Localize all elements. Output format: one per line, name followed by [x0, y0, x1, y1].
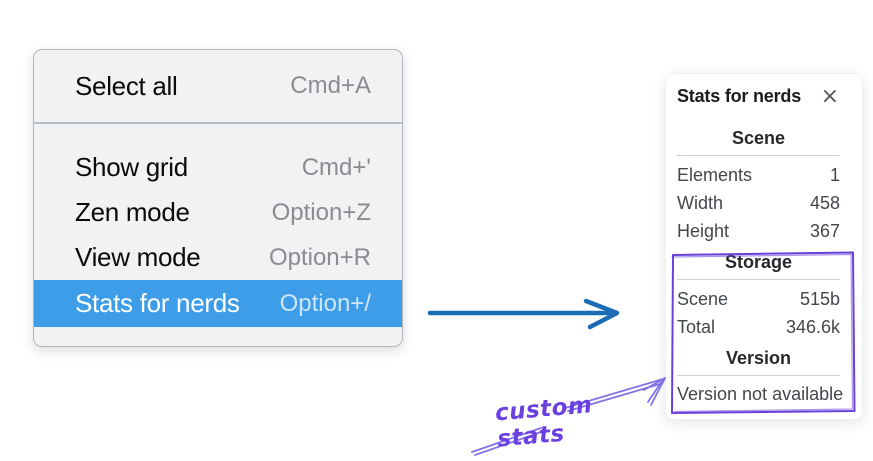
menu-item-label: Show grid — [75, 152, 188, 182]
stat-row-storage-total: Total 346.6k — [677, 313, 840, 341]
stat-row-storage-scene: Scene 515b — [677, 285, 840, 313]
menu-item-shortcut: Option+R — [268, 243, 371, 271]
section-header-scene: Scene — [731, 128, 786, 148]
menu-item-label: Zen mode — [75, 197, 190, 227]
stat-label: Elements — [677, 165, 753, 185]
stat-value: 458 — [809, 193, 840, 213]
panel-title: Stats for nerds — [677, 86, 802, 106]
stat-label: Width — [677, 193, 724, 213]
menu-item-label: Stats for nerds — [75, 288, 240, 318]
menu-item-select-all[interactable]: Select all Cmd+A — [34, 50, 402, 122]
stat-label: Total — [677, 317, 716, 337]
section-divider — [677, 375, 840, 376]
version-note: Version not available — [677, 384, 844, 404]
section-header-storage: Storage — [724, 252, 793, 272]
stat-row-elements: Elements 1 — [677, 161, 840, 189]
menu-divider — [34, 122, 402, 124]
menu-item-show-grid[interactable]: Show grid Cmd+' — [34, 145, 402, 190]
menu-group: Show grid Cmd+' Zen mode Option+Z View m… — [34, 124, 402, 327]
stat-value: 1 — [829, 165, 840, 185]
menu-item-zen-mode[interactable]: Zen mode Option+Z — [34, 190, 402, 235]
menu-item-stats-for-nerds[interactable]: Stats for nerds Option+/ — [34, 280, 402, 327]
menu-item-label: Select all — [75, 70, 178, 101]
stats-panel-header: Stats for nerds × — [677, 83, 840, 109]
stat-value: 515b — [799, 289, 840, 309]
context-menu: Select all Cmd+A Show grid Cmd+' Zen mod… — [33, 49, 403, 347]
stats-panel: Stats for nerds × Scene Elements 1 Width… — [665, 73, 863, 420]
stat-label: Scene — [677, 289, 729, 309]
menu-item-shortcut: Cmd+' — [301, 153, 371, 181]
menu-item-shortcut: Option+Z — [271, 198, 371, 226]
menu-item-shortcut: Option+/ — [279, 289, 371, 317]
stat-row-width: Width 458 — [677, 189, 840, 217]
section-divider — [677, 279, 840, 280]
stat-label: Height — [677, 221, 730, 241]
section-header-version: Version — [725, 348, 792, 368]
section-divider — [677, 155, 840, 156]
stat-value: 346.6k — [785, 317, 840, 337]
menu-item-view-mode[interactable]: View mode Option+R — [34, 235, 402, 280]
menu-item-shortcut: Cmd+A — [290, 72, 371, 99]
menu-item-label: View mode — [75, 242, 201, 272]
close-icon[interactable]: × — [820, 83, 839, 109]
annotation-text: custom stats — [494, 392, 594, 453]
stat-row-height: Height 367 — [677, 217, 840, 245]
stat-value: 367 — [809, 221, 840, 241]
